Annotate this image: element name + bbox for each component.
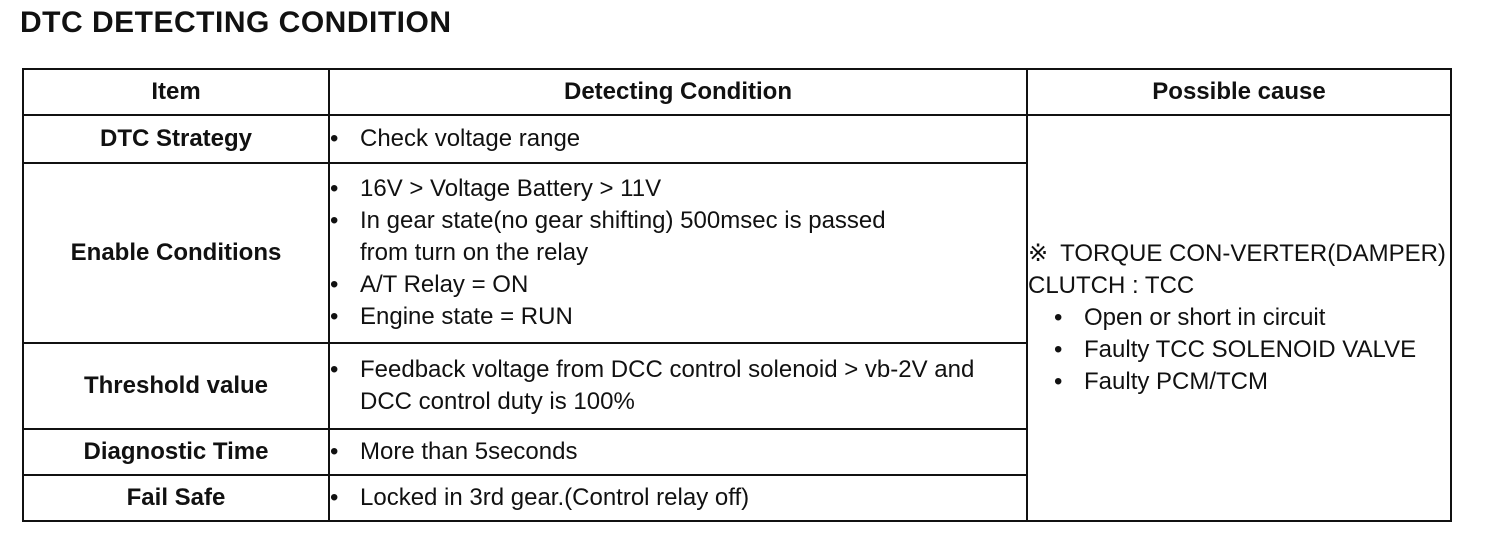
condition-cell: Locked in 3rd gear.(Control relay off) [328,474,1028,522]
header-item: Item [22,68,330,116]
table-row: Enable Conditions 16V > Voltage Battery … [22,162,1451,344]
table-row: Diagnostic Time More than 5seconds [22,428,1451,476]
possible-cause-cell: ※TORQUE CON-VERTER(DAMPER) CLUTCH : TCC … [1026,114,1452,522]
table-row: Fail Safe Locked in 3rd gear.(Control re… [22,474,1451,522]
cause-heading: ※TORQUE CON-VERTER(DAMPER) CLUTCH : TCC [1028,238,1450,302]
item-dtc-strategy: DTC Strategy [22,114,330,164]
reference-mark-icon: ※ [1028,240,1049,267]
table-row: DTC Strategy Check voltage range ※TORQUE… [22,114,1452,522]
list-item: Locked in 3rd gear.(Control relay off) [330,482,1026,514]
list-item: Faulty PCM/TCM [1054,366,1450,398]
table-row: Threshold value Feedback voltage from DC… [22,342,1451,430]
cause-heading-text: TORQUE CON-VERTER(DAMPER) CLUTCH : TCC [1028,240,1446,299]
item-enable-conditions: Enable Conditions [22,162,330,344]
condition-cell: More than 5seconds [328,428,1028,476]
list-item: 16V > Voltage Battery > 11V [330,173,1026,205]
condition-list: Check voltage range [330,123,1026,155]
dtc-condition-table: Item Detecting Condition Possible cause … [22,68,1452,522]
header-detecting-condition: Detecting Condition [328,68,1028,116]
list-item: Faulty TCC SOLENOID VALVE [1054,334,1450,366]
condition-list: More than 5seconds [330,436,1026,468]
condition-list: Locked in 3rd gear.(Control relay off) [330,482,1026,514]
list-item: Check voltage range [330,123,1026,155]
item-threshold-value: Threshold value [22,342,330,430]
condition-list: Feedback voltage from DCC control soleno… [330,354,1026,418]
item-fail-safe: Fail Safe [22,474,330,522]
condition-cell: Feedback voltage from DCC control soleno… [328,342,1028,430]
table-header-row: Item Detecting Condition Possible cause [22,68,1452,116]
condition-cell: 16V > Voltage Battery > 11V In gear stat… [328,162,1028,344]
header-possible-cause: Possible cause [1026,68,1452,116]
list-item: Open or short in circuit [1054,302,1450,334]
list-item: Feedback voltage from DCC control soleno… [330,354,1026,418]
cause-list: Open or short in circuit Faulty TCC SOLE… [1054,302,1450,398]
list-item: Engine state = RUN [330,301,1026,333]
item-diagnostic-time: Diagnostic Time [22,428,330,476]
condition-cell: Check voltage range [328,114,1028,164]
list-item: A/T Relay = ON [330,269,1026,301]
condition-list: 16V > Voltage Battery > 11V In gear stat… [330,173,1026,333]
list-item: In gear state(no gear shifting) 500msec … [330,205,1026,269]
page-title: DTC DETECTING CONDITION [20,6,452,39]
list-item: More than 5seconds [330,436,1026,468]
